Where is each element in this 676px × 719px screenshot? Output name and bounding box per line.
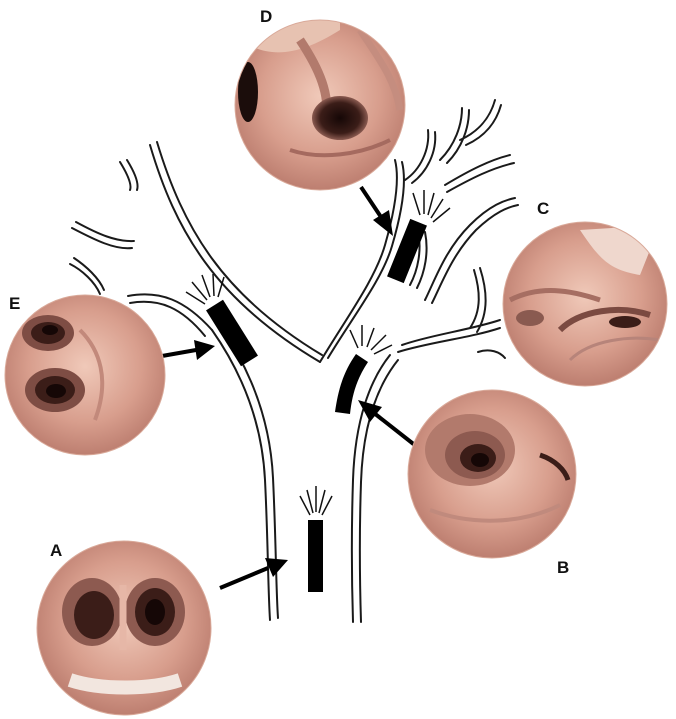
airway-wall bbox=[352, 355, 390, 622]
airway-wall bbox=[478, 350, 505, 358]
airway-wall bbox=[398, 328, 500, 352]
label-a: A bbox=[50, 541, 62, 560]
airway-wall bbox=[445, 155, 510, 185]
arrow-b bbox=[358, 400, 416, 446]
arrow-a bbox=[220, 558, 288, 588]
airway-wall bbox=[466, 105, 501, 145]
airway-wall bbox=[440, 108, 462, 160]
label-c: C bbox=[537, 199, 549, 218]
arrows bbox=[162, 187, 416, 588]
endoscopic-view-d bbox=[230, 15, 410, 195]
label-d: D bbox=[260, 7, 272, 26]
scope-tip-b bbox=[335, 325, 392, 414]
airway-wall bbox=[470, 270, 479, 328]
endoscopic-view-e bbox=[0, 290, 170, 460]
airway-wall bbox=[405, 130, 428, 180]
airway-wall bbox=[76, 222, 134, 241]
arrow-e bbox=[162, 340, 215, 360]
endoscopic-view-c bbox=[500, 220, 670, 390]
endoscopic-view-a bbox=[35, 540, 215, 719]
airway-wall bbox=[425, 198, 515, 300]
label-e: E bbox=[9, 294, 20, 313]
airway-wall bbox=[212, 330, 270, 620]
label-b: B bbox=[557, 558, 569, 577]
airway-wall bbox=[120, 162, 131, 190]
scope-tip-a bbox=[300, 486, 332, 592]
airway-wall bbox=[74, 258, 104, 290]
airway-wall bbox=[72, 228, 132, 248]
arrow-d bbox=[361, 187, 393, 236]
airway-wall bbox=[70, 264, 100, 294]
endoscopic-view-b bbox=[405, 388, 580, 563]
airway-wall bbox=[127, 160, 138, 190]
